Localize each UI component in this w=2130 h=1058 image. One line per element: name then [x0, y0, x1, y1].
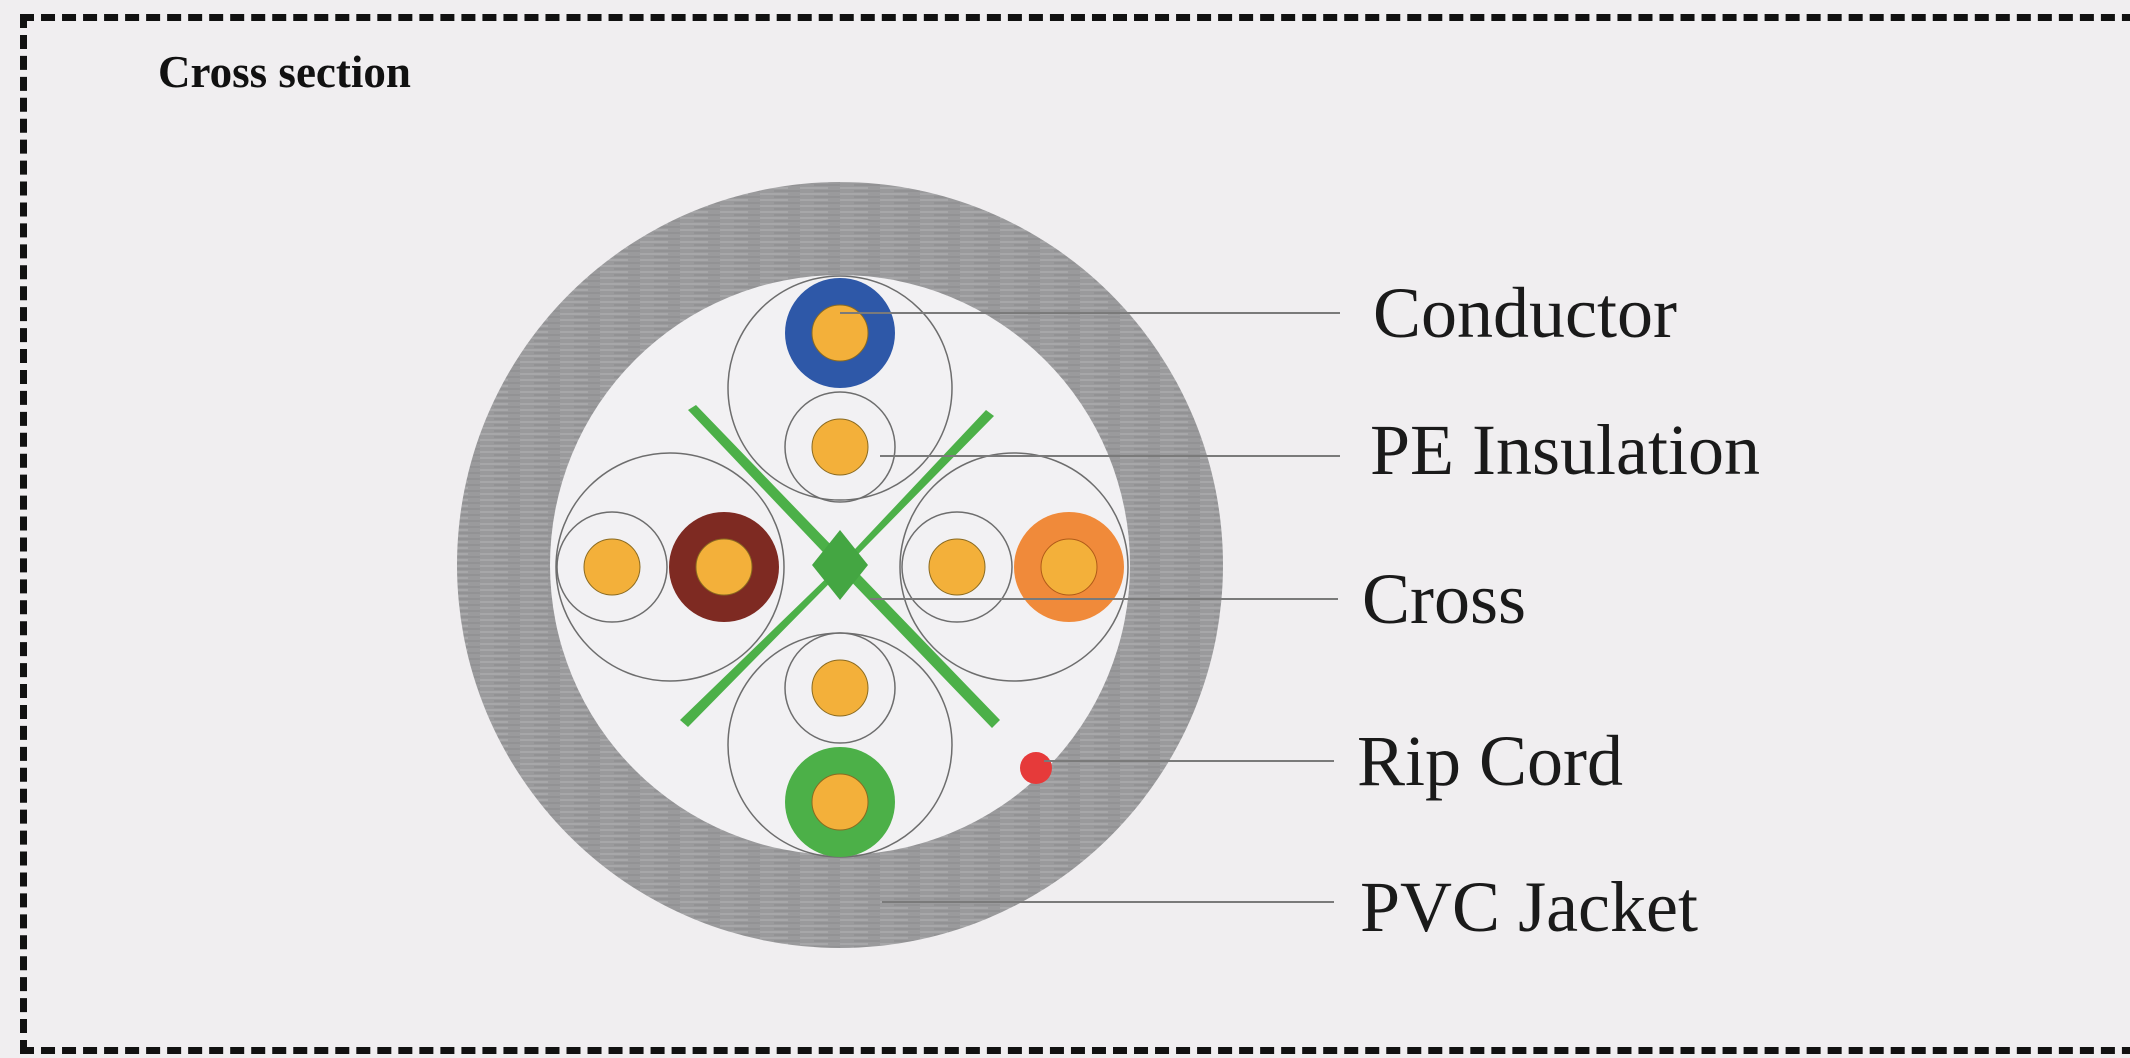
wire-blue — [785, 278, 895, 388]
leader-lines — [840, 312, 1340, 903]
cross-separator — [680, 405, 1000, 728]
pair-outline-left — [555, 452, 785, 682]
label-pvc-jacket: PVC Jacket — [1360, 867, 1698, 947]
dashed-border-frame — [20, 14, 2130, 1054]
rip-cord — [1020, 752, 1052, 784]
conductor-core — [695, 538, 753, 596]
conductor-core — [811, 773, 869, 831]
cross-center — [812, 530, 868, 600]
label-cross: Cross — [1362, 559, 1526, 639]
label-rip-cord: Rip Cord — [1357, 721, 1623, 801]
page-title: Cross section — [158, 47, 411, 97]
wire-orange — [1014, 512, 1124, 622]
wire-white-bottom — [784, 632, 896, 744]
conductor-core — [1040, 538, 1098, 596]
wire-white-top — [784, 391, 896, 503]
conductor-core — [811, 418, 869, 476]
pair-outline-top — [727, 275, 953, 501]
label-conductor: Conductor — [1373, 273, 1677, 353]
conductor-core — [811, 304, 869, 362]
pair-outline-right — [899, 452, 1129, 682]
wire-white-left — [556, 511, 668, 623]
label-pe-insulation: PE Insulation — [1370, 410, 1760, 490]
conductor-core — [928, 538, 986, 596]
conductor-core — [811, 659, 869, 717]
conductor-core — [583, 538, 641, 596]
wire-brown — [669, 512, 779, 622]
wire-green — [785, 747, 895, 857]
wire-white-right — [901, 511, 1013, 623]
